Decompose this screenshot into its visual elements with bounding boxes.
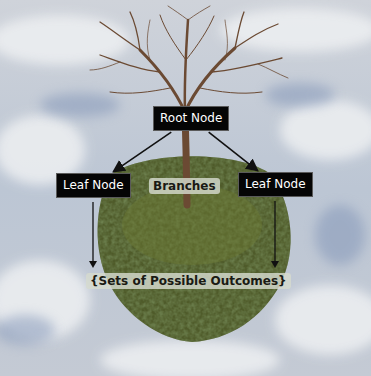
leader-arrows <box>89 201 279 268</box>
node-label: Leaf Node <box>245 177 306 192</box>
clouds <box>0 8 371 376</box>
tree-branch-arrow <box>113 132 171 172</box>
sky-patches <box>0 83 365 345</box>
arrow-head <box>89 261 97 268</box>
leaf-node-box: Leaf Node <box>238 172 313 197</box>
arrow-head <box>271 261 279 268</box>
node-label: Leaf Node <box>63 178 124 193</box>
node-label: Root Node <box>160 111 222 126</box>
root-node-box: Root Node <box>153 106 229 131</box>
branches-label: Branches <box>149 178 220 194</box>
leader-line <box>92 202 93 262</box>
leaf-node-box: Leaf Node <box>56 173 131 198</box>
tree-branch-arrow <box>209 132 258 171</box>
outcomes-label: {Sets of Possible Outcomes} <box>86 273 291 289</box>
leader-line <box>274 201 275 262</box>
